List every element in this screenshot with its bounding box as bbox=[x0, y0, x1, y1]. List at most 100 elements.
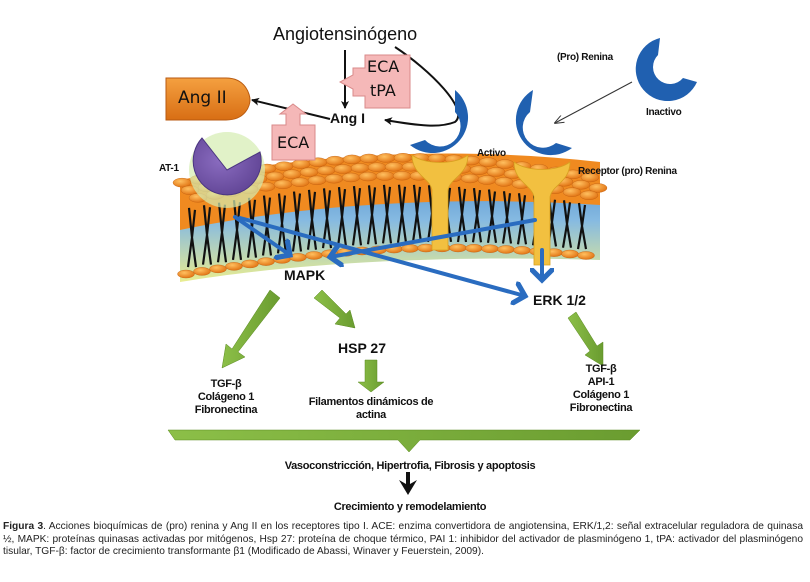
phospholipid-head bbox=[561, 249, 579, 259]
phospholipid-head bbox=[305, 251, 323, 260]
ang-ii-shape bbox=[165, 77, 251, 121]
phospholipid-head bbox=[257, 257, 275, 266]
erk-label: ERK 1/2 bbox=[533, 292, 586, 308]
phospholipid-head bbox=[477, 175, 497, 185]
phospholipid-head bbox=[580, 172, 600, 183]
phospholipid-head bbox=[350, 163, 370, 173]
left-output-item: Colágeno 1 bbox=[197, 391, 255, 403]
phospholipid-head bbox=[562, 187, 582, 197]
phospholipid-head bbox=[282, 169, 302, 179]
renin-loop-arrow bbox=[384, 46, 460, 127]
renin-active-1 bbox=[410, 90, 469, 154]
phospholipid-tail bbox=[321, 188, 333, 249]
phospholipid-head bbox=[376, 153, 396, 163]
ang-ii-label: Ang II bbox=[178, 88, 227, 108]
phospholipid-tail bbox=[351, 185, 363, 246]
eca-tpa-label-top: ECA bbox=[367, 57, 400, 76]
eca-enzyme-shape bbox=[271, 103, 316, 161]
activo-label: Activo bbox=[477, 148, 506, 159]
convergence-arrow bbox=[167, 429, 641, 453]
phospholipid-head bbox=[449, 243, 467, 253]
phospholipid-tail bbox=[561, 200, 573, 248]
mapk-to-hsp27-arrow bbox=[313, 289, 356, 329]
caption-text: . Acciones bioquímicas de (pro) renina y… bbox=[3, 521, 803, 558]
phospholipid-head bbox=[393, 153, 413, 163]
phospholipid-head bbox=[577, 251, 595, 260]
erk-to-right-outputs-arrow bbox=[567, 311, 604, 367]
ang-i-label: Ang I bbox=[330, 110, 365, 126]
phospholipid-head bbox=[359, 153, 379, 164]
inactivo-label: Inactivo bbox=[646, 107, 682, 118]
phospholipid-tail bbox=[471, 187, 483, 243]
phospholipid-head bbox=[316, 165, 336, 176]
outcome-label: Crecimiento y remodelamiento bbox=[333, 501, 487, 513]
phospholipid-head bbox=[588, 183, 608, 193]
left-outputs: TGF-β Colágeno 1 Fibronectina bbox=[186, 378, 266, 417]
phospholipid-head bbox=[307, 175, 327, 186]
phospholipid-tail bbox=[576, 202, 588, 250]
phospholipid-head bbox=[193, 267, 211, 276]
phospholipid-head bbox=[333, 164, 353, 174]
phospholipid-head bbox=[342, 154, 362, 165]
phospholipid-head bbox=[460, 173, 480, 184]
hsp27-label: HSP 27 bbox=[338, 340, 386, 356]
right-output-item: Fibronectina bbox=[569, 402, 633, 414]
mapk-label: MAPK bbox=[284, 267, 326, 283]
phospholipid-head bbox=[481, 244, 499, 253]
phospholipid-head bbox=[172, 177, 192, 188]
eca-tpa-enzyme-shape bbox=[338, 54, 411, 109]
phospholipid-head bbox=[273, 179, 293, 190]
renin-inactive bbox=[635, 38, 697, 102]
renin-active-2 bbox=[515, 90, 572, 156]
phospholipid-head bbox=[265, 171, 285, 182]
eca-tpa-label-bottom: tPA bbox=[370, 81, 396, 100]
phospholipid-tail bbox=[231, 200, 243, 261]
at1-to-mapk-arrow bbox=[233, 215, 290, 255]
phospholipid-tail bbox=[396, 184, 408, 243]
center-outputs: Filamentos dinámicos de actina bbox=[291, 396, 451, 422]
center-output-item: Filamentos dinámicos de bbox=[308, 396, 434, 408]
phospholipid-head bbox=[579, 190, 599, 200]
phospholipid-tail bbox=[501, 191, 513, 244]
eca-label: ECA bbox=[277, 133, 310, 152]
phospholipid-head bbox=[290, 177, 310, 187]
pro-renin-receptors bbox=[411, 154, 571, 266]
phospholipid-head bbox=[392, 171, 412, 181]
effects-label: Vasoconstricción, Hipertrofia, Fibrosis … bbox=[284, 460, 536, 472]
phospholipid-head bbox=[497, 245, 515, 254]
phospholipid-tail bbox=[336, 186, 348, 247]
phospholipid-tail bbox=[366, 185, 378, 245]
right-output-item: API-1 bbox=[587, 376, 615, 388]
right-output-item: Colágeno 1 bbox=[572, 389, 630, 401]
figure-caption: Figura 3. Acciones bioquímicas de (pro) … bbox=[3, 521, 803, 559]
right-outputs: TGF-β API-1 Colágeno 1 Fibronectina bbox=[561, 363, 641, 415]
at1-to-erk-arrow bbox=[238, 216, 525, 296]
phospholipid-head bbox=[494, 177, 514, 187]
phospholipid-tail bbox=[411, 184, 423, 243]
phospholipid-head bbox=[495, 159, 515, 169]
inactive-to-active-arrow bbox=[555, 81, 633, 123]
center-output-item: actina bbox=[356, 409, 386, 421]
at1-label: AT-1 bbox=[159, 163, 179, 174]
phospholipid-head bbox=[465, 244, 483, 253]
phospholipid-head bbox=[225, 262, 243, 271]
phospholipid-head bbox=[571, 180, 591, 190]
phospholipid-head bbox=[325, 155, 345, 166]
phospholipid-head bbox=[358, 171, 378, 182]
phospholipid-head bbox=[384, 162, 404, 172]
hsp27-to-actin-arrow bbox=[357, 359, 385, 393]
raas-diagram: Angiotensinógeno Ang I Ang II ECA tPA EC… bbox=[159, 24, 697, 513]
phospholipid-tail bbox=[516, 193, 528, 245]
left-output-item: TGF-β bbox=[210, 378, 242, 390]
green-arrows bbox=[167, 289, 641, 453]
effects-to-outcome-arrow bbox=[399, 472, 417, 495]
at1-receptor bbox=[189, 132, 265, 208]
phospholipid-head bbox=[289, 253, 307, 262]
phospholipid-head bbox=[273, 255, 291, 264]
phospholipid-head bbox=[469, 165, 489, 175]
phospholipid-tail bbox=[201, 205, 213, 265]
pro-renina-label: (Pro) Renina bbox=[557, 52, 613, 63]
phospholipid-head bbox=[513, 246, 531, 255]
mapk-to-left-outputs-arrow bbox=[221, 289, 281, 369]
angiotensinogen-label: Angiotensinógeno bbox=[273, 24, 418, 44]
